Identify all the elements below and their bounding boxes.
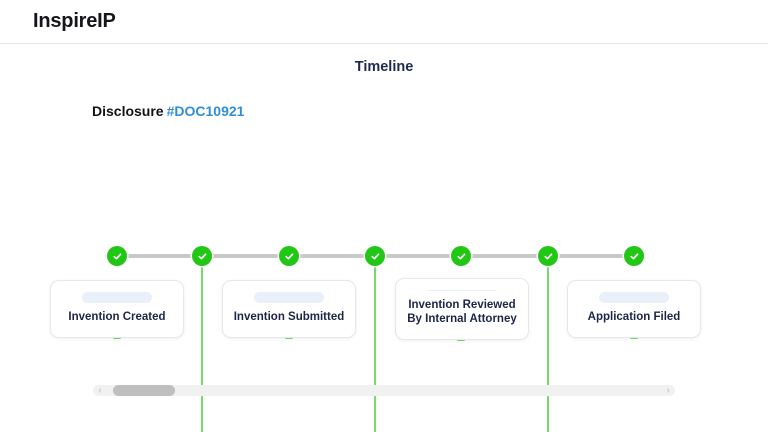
skeleton-placeholder-bar — [427, 290, 497, 291]
horizontal-scrollbar[interactable]: ‹ › — [93, 385, 675, 396]
skeleton-placeholder-bar — [599, 292, 669, 304]
timeline-event-card[interactable]: Invention Submitted — [222, 280, 356, 338]
skeleton-placeholder-bar — [254, 292, 324, 304]
timeline-connector — [547, 256, 549, 432]
scrollbar-track[interactable] — [107, 385, 661, 396]
timeline-connector — [374, 256, 376, 432]
scrollbar-thumb[interactable] — [113, 385, 175, 396]
scroll-left-icon[interactable]: ‹ — [98, 384, 102, 396]
check-icon[interactable] — [365, 246, 385, 266]
timeline-event-label: Application Filed — [587, 311, 681, 324]
check-icon[interactable] — [451, 246, 471, 266]
page-title: Timeline — [354, 59, 414, 75]
disclosure-label: Disclosure — [92, 103, 164, 119]
disclosure-heading: Disclosure#DOC10921 — [92, 103, 244, 119]
timeline-event-label: Invention Created — [68, 311, 166, 324]
check-icon[interactable] — [279, 246, 299, 266]
timeline-event-card[interactable]: Invention Reviewed By Internal Attorney — [395, 278, 529, 340]
timeline-event-label: Invention Submitted — [233, 311, 345, 324]
check-icon[interactable] — [538, 246, 558, 266]
check-icon[interactable] — [107, 246, 127, 266]
app-header: InspireIP — [0, 0, 768, 44]
timeline-connector — [201, 256, 203, 432]
timeline-canvas: Invention Created Invention Submitted Inve… — [0, 130, 768, 432]
check-icon[interactable] — [624, 246, 644, 266]
skeleton-placeholder-bar — [82, 292, 152, 304]
timeline-event-label: Invention Reviewed By Internal Attorney — [407, 298, 517, 326]
check-icon[interactable] — [192, 246, 212, 266]
timeline-event-card[interactable]: Invention Created — [50, 280, 184, 338]
disclosure-id-link[interactable]: #DOC10921 — [166, 103, 245, 119]
scroll-right-icon[interactable]: › — [666, 384, 670, 396]
brand-logo[interactable]: InspireIP — [33, 10, 116, 32]
timeline-event-card[interactable]: Application Filed — [567, 280, 701, 338]
